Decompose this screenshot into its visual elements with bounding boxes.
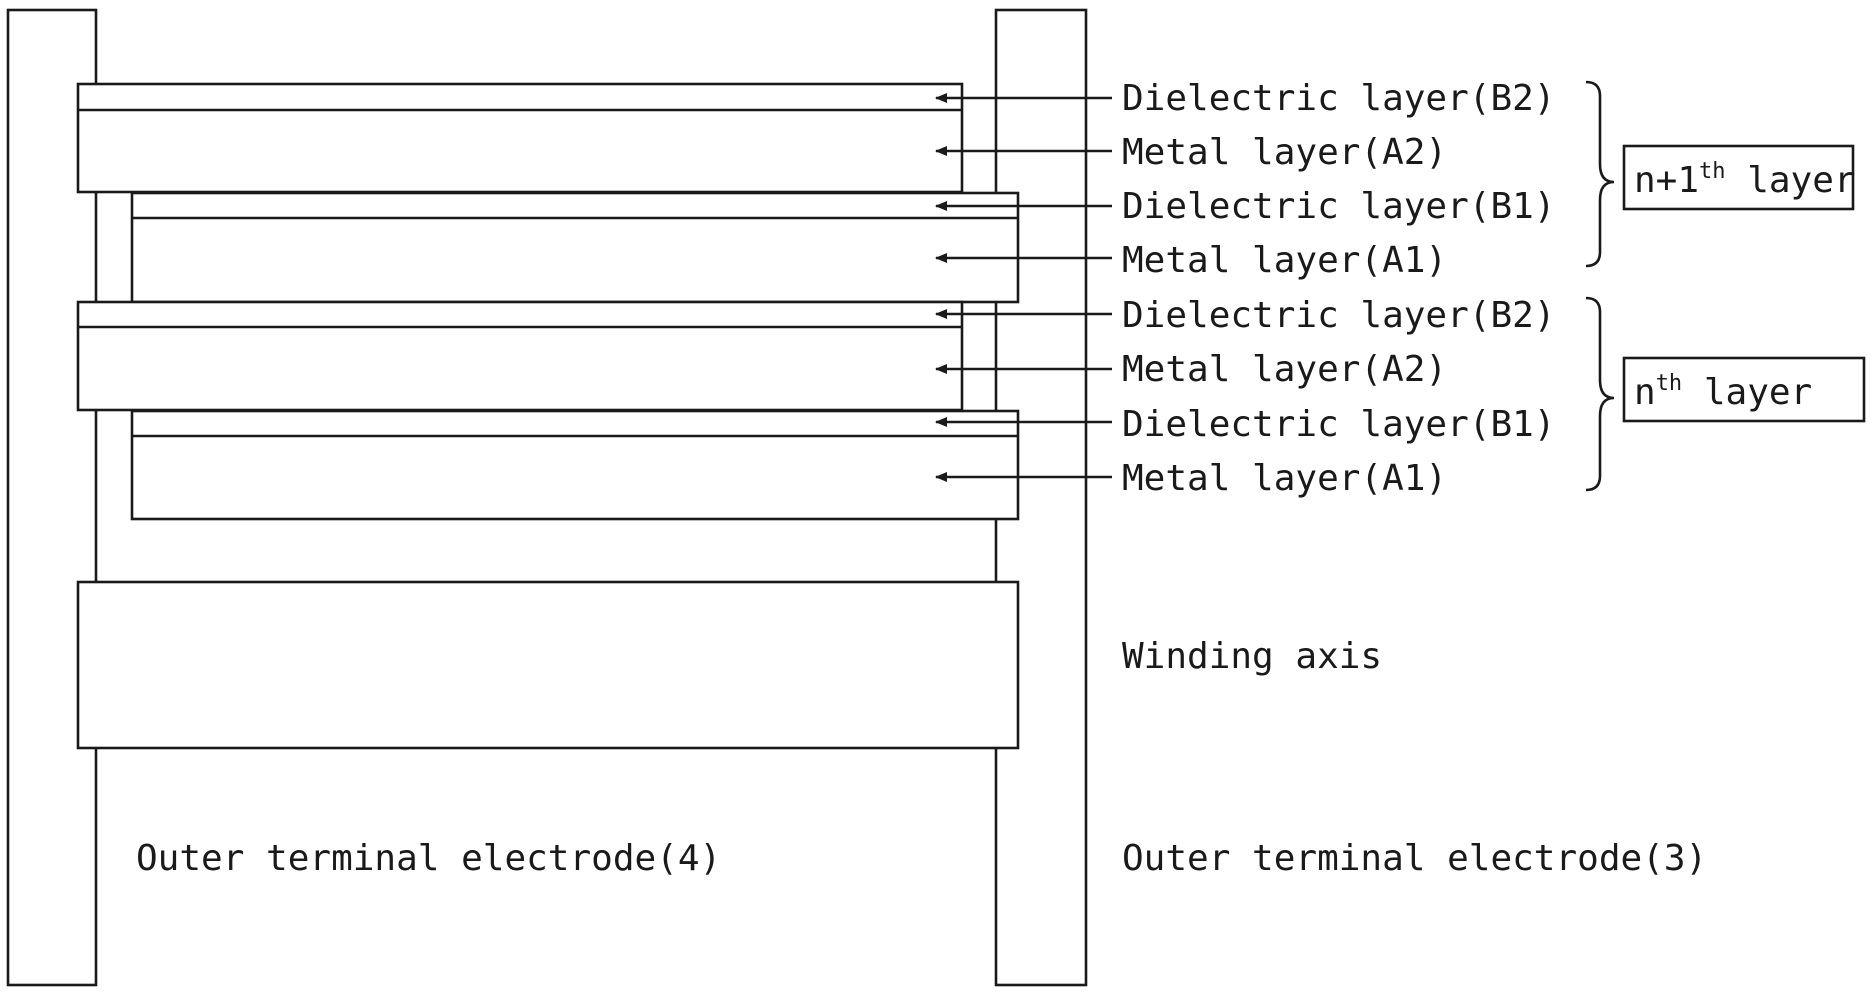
label-dielectric-b2-upper: Dielectric layer(B2) bbox=[1122, 78, 1555, 119]
label-metal-a2-lower: Metal layer(A2) bbox=[1122, 349, 1447, 390]
layer-a1-b1-upper bbox=[132, 193, 1018, 302]
label-outer-electrode-left: Outer terminal electrode(4) bbox=[136, 838, 721, 879]
brace-upper bbox=[1586, 82, 1614, 266]
label-metal-a2-upper: Metal layer(A2) bbox=[1122, 132, 1447, 173]
winding-axis-block bbox=[78, 582, 1018, 748]
layer-a1-b1-lower bbox=[132, 411, 1018, 519]
brace-lower bbox=[1586, 298, 1614, 490]
layer-a2-b2-lower bbox=[78, 302, 962, 410]
label-dielectric-b1-upper: Dielectric layer(B1) bbox=[1122, 186, 1555, 227]
label-metal-a1-lower: Metal layer(A1) bbox=[1122, 458, 1447, 499]
label-dielectric-b1-lower: Dielectric layer(B1) bbox=[1122, 404, 1555, 445]
label-metal-a1-upper: Metal layer(A1) bbox=[1122, 240, 1447, 281]
layer-a2-b2-upper bbox=[78, 84, 962, 192]
label-winding-axis: Winding axis bbox=[1122, 636, 1382, 677]
label-dielectric-b2-lower: Dielectric layer(B2) bbox=[1122, 295, 1555, 336]
label-outer-electrode-right: Outer terminal electrode(3) bbox=[1122, 838, 1707, 879]
group-label-upper: n+1th layer bbox=[1634, 159, 1856, 201]
